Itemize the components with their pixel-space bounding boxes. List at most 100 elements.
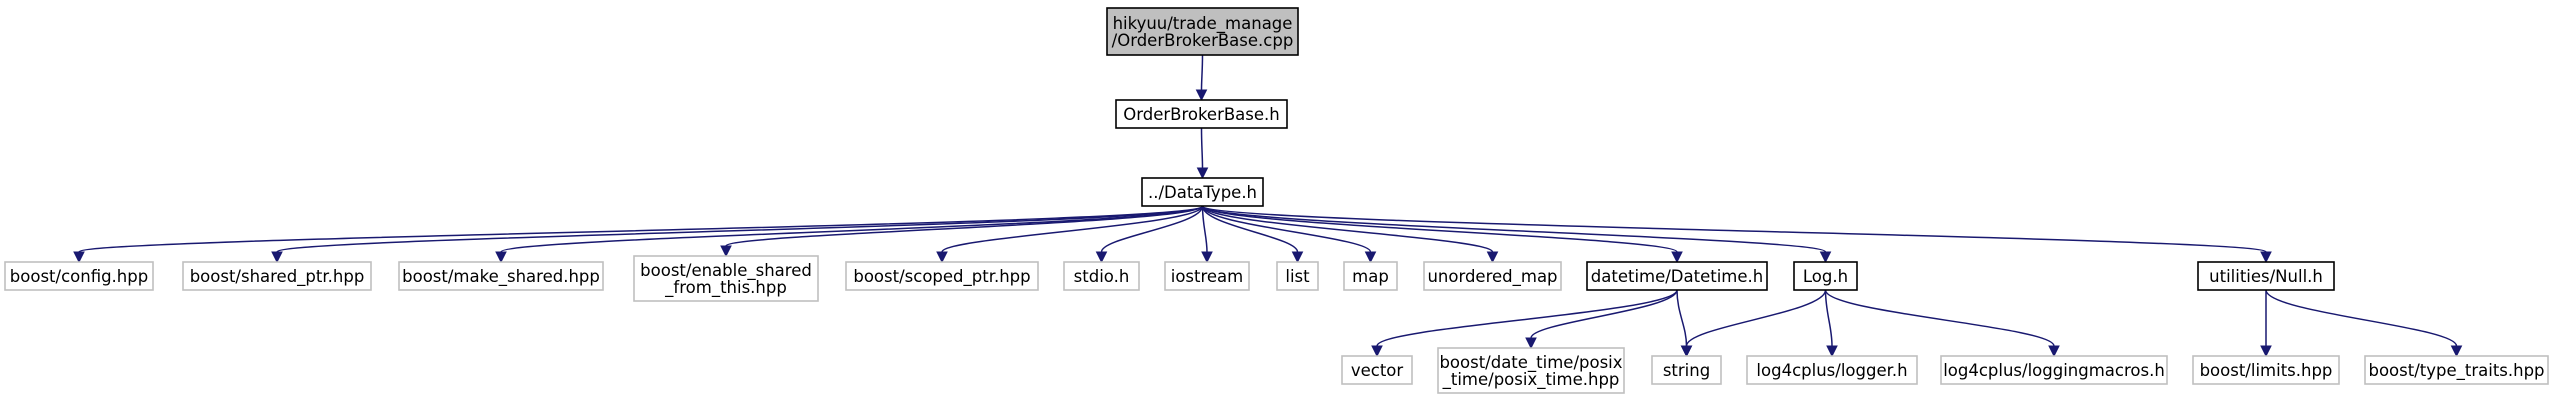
node-scopedptr[interactable]: boost/scoped_ptr.hpp — [845, 261, 1039, 291]
node-log[interactable]: Log.h — [1793, 261, 1858, 291]
node-logmacros[interactable]: log4cplus/loggingmacros.h — [1940, 355, 2168, 385]
node-stdio[interactable]: stdio.h — [1063, 261, 1140, 291]
node-box-root — [1106, 7, 1299, 56]
node-obb[interactable]: OrderBrokerBase.h — [1115, 99, 1288, 129]
node-label-umap: unordered_map — [1427, 267, 1557, 287]
arrowhead-dt-to-datetime — [1671, 251, 1683, 264]
arrowhead-datetime-to-posix — [1525, 337, 1537, 350]
edge-obb-to-dt — [1200, 127, 1204, 169]
edge-log-to-logmacros — [1824, 289, 2055, 347]
node-box-stdio — [1063, 261, 1140, 291]
node-iostream[interactable]: iostream — [1164, 261, 1250, 291]
arrowhead-dt-to-map — [1364, 251, 1377, 264]
arrowhead-dt-to-list — [1291, 251, 1304, 264]
arrowhead-log-to-logmacros — [2048, 345, 2060, 358]
node-box-scopedptr — [845, 261, 1039, 291]
edge-dt-to-config — [78, 205, 1204, 253]
node-list[interactable]: list — [1276, 261, 1319, 291]
node-label-vector: vector — [1351, 361, 1404, 380]
node-label-posix: boost/date_time/posix — [1439, 353, 1622, 373]
node-box-logger — [1746, 355, 1918, 385]
edge-dt-to-iostream — [1201, 205, 1208, 253]
node-label-logmacros: log4cplus/loggingmacros.h — [1943, 361, 2165, 380]
edge-log-to-logger — [1824, 289, 1833, 347]
edges-layer — [73, 54, 2463, 358]
node-vector[interactable]: vector — [1341, 355, 1413, 385]
node-box-iostream — [1164, 261, 1250, 291]
node-datetime[interactable]: datetime/Datetime.h — [1586, 261, 1768, 291]
node-posix[interactable]: boost/date_time/posix_time/posix_time.hp… — [1437, 347, 1625, 394]
arrowhead-dt-to-sharedptr — [271, 251, 283, 264]
node-dt[interactable]: ../DataType.h — [1141, 177, 1264, 207]
arrowhead-null-to-typetraits — [2450, 345, 2463, 358]
node-label-root: /OrderBrokerBase.cpp — [1112, 31, 1294, 50]
node-label-log: Log.h — [1803, 267, 1848, 286]
edge-log-to-string — [1685, 289, 1827, 347]
node-box-enableshared — [633, 255, 819, 302]
node-label-logger: log4cplus/logger.h — [1756, 361, 1907, 380]
node-makeshared[interactable]: boost/make_shared.hpp — [398, 261, 604, 291]
edge-dt-to-makeshared — [500, 205, 1204, 253]
edge-root-to-obb — [1200, 54, 1204, 91]
node-box-dt — [1141, 177, 1264, 207]
node-null[interactable]: utilities/Null.h — [2197, 261, 2335, 291]
edge-datetime-to-posix — [1530, 289, 1678, 339]
node-label-enableshared: boost/enable_shared — [640, 261, 812, 281]
arrowhead-dt-to-log — [1819, 251, 1832, 264]
node-sharedptr[interactable]: boost/shared_ptr.hpp — [182, 261, 372, 291]
node-box-config — [4, 261, 154, 291]
edge-dt-to-null — [1201, 205, 2267, 253]
arrowhead-obb-to-dt — [1196, 167, 1209, 180]
node-label-config: boost/config.hpp — [10, 267, 148, 286]
edge-dt-to-list — [1201, 205, 1299, 253]
node-label-limits: boost/limits.hpp — [2200, 361, 2333, 380]
node-box-list — [1276, 261, 1319, 291]
node-label-obb: OrderBrokerBase.h — [1123, 105, 1280, 124]
arrowhead-dt-to-scopedptr — [936, 251, 948, 264]
node-label-stdio: stdio.h — [1074, 267, 1130, 286]
arrowhead-dt-to-iostream — [1201, 251, 1213, 264]
edge-dt-to-umap — [1201, 205, 1494, 253]
node-map[interactable]: map — [1343, 261, 1398, 291]
node-box-log — [1793, 261, 1858, 291]
node-label-scopedptr: boost/scoped_ptr.hpp — [853, 267, 1030, 287]
node-label-typetraits: boost/type_traits.hpp — [2368, 361, 2544, 381]
node-label-enableshared: _from_this.hpp — [664, 278, 787, 298]
node-string[interactable]: string — [1651, 355, 1722, 385]
arrowhead-root-to-obb — [1195, 89, 1208, 102]
node-umap[interactable]: unordered_map — [1423, 261, 1562, 291]
edge-dt-to-stdio — [1100, 205, 1204, 253]
node-box-null — [2197, 261, 2335, 291]
node-label-sharedptr: boost/shared_ptr.hpp — [190, 267, 365, 287]
node-root[interactable]: hikyuu/trade_manage/OrderBrokerBase.cpp — [1106, 7, 1299, 56]
node-config[interactable]: boost/config.hpp — [4, 261, 154, 291]
edge-null-to-typetraits — [2265, 289, 2458, 347]
node-box-makeshared — [398, 261, 604, 291]
arrowhead-dt-to-null — [2260, 251, 2272, 264]
node-box-posix — [1437, 347, 1625, 394]
arrowhead-null-to-limits — [2260, 345, 2272, 358]
node-label-string: string — [1663, 361, 1710, 380]
nodes-layer: hikyuu/trade_manage/OrderBrokerBase.cppO… — [4, 7, 2549, 394]
edge-dt-to-map — [1201, 205, 1372, 253]
node-box-umap — [1423, 261, 1562, 291]
arrowhead-datetime-to-vector — [1371, 345, 1383, 358]
node-logger[interactable]: log4cplus/logger.h — [1746, 355, 1918, 385]
edge-datetime-to-string — [1676, 289, 1688, 347]
node-label-iostream: iostream — [1171, 267, 1244, 286]
node-box-obb — [1115, 99, 1288, 129]
arrowhead-dt-to-enableshared — [720, 245, 732, 258]
edge-dt-to-scopedptr — [941, 205, 1204, 253]
node-box-sharedptr — [182, 261, 372, 291]
node-typetraits[interactable]: boost/type_traits.hpp — [2364, 355, 2549, 385]
node-label-dt: ../DataType.h — [1148, 183, 1257, 202]
node-box-typetraits — [2364, 355, 2549, 385]
arrowhead-dt-to-stdio — [1095, 251, 1108, 264]
node-enableshared[interactable]: boost/enable_shared_from_this.hpp — [633, 255, 819, 302]
node-label-root: hikyuu/trade_manage — [1113, 14, 1293, 34]
node-limits[interactable]: boost/limits.hpp — [2192, 355, 2340, 385]
node-label-makeshared: boost/make_shared.hpp — [402, 267, 600, 287]
arrowhead-dt-to-umap — [1486, 251, 1499, 264]
node-box-logmacros — [1940, 355, 2168, 385]
node-label-null: utilities/Null.h — [2209, 267, 2323, 286]
